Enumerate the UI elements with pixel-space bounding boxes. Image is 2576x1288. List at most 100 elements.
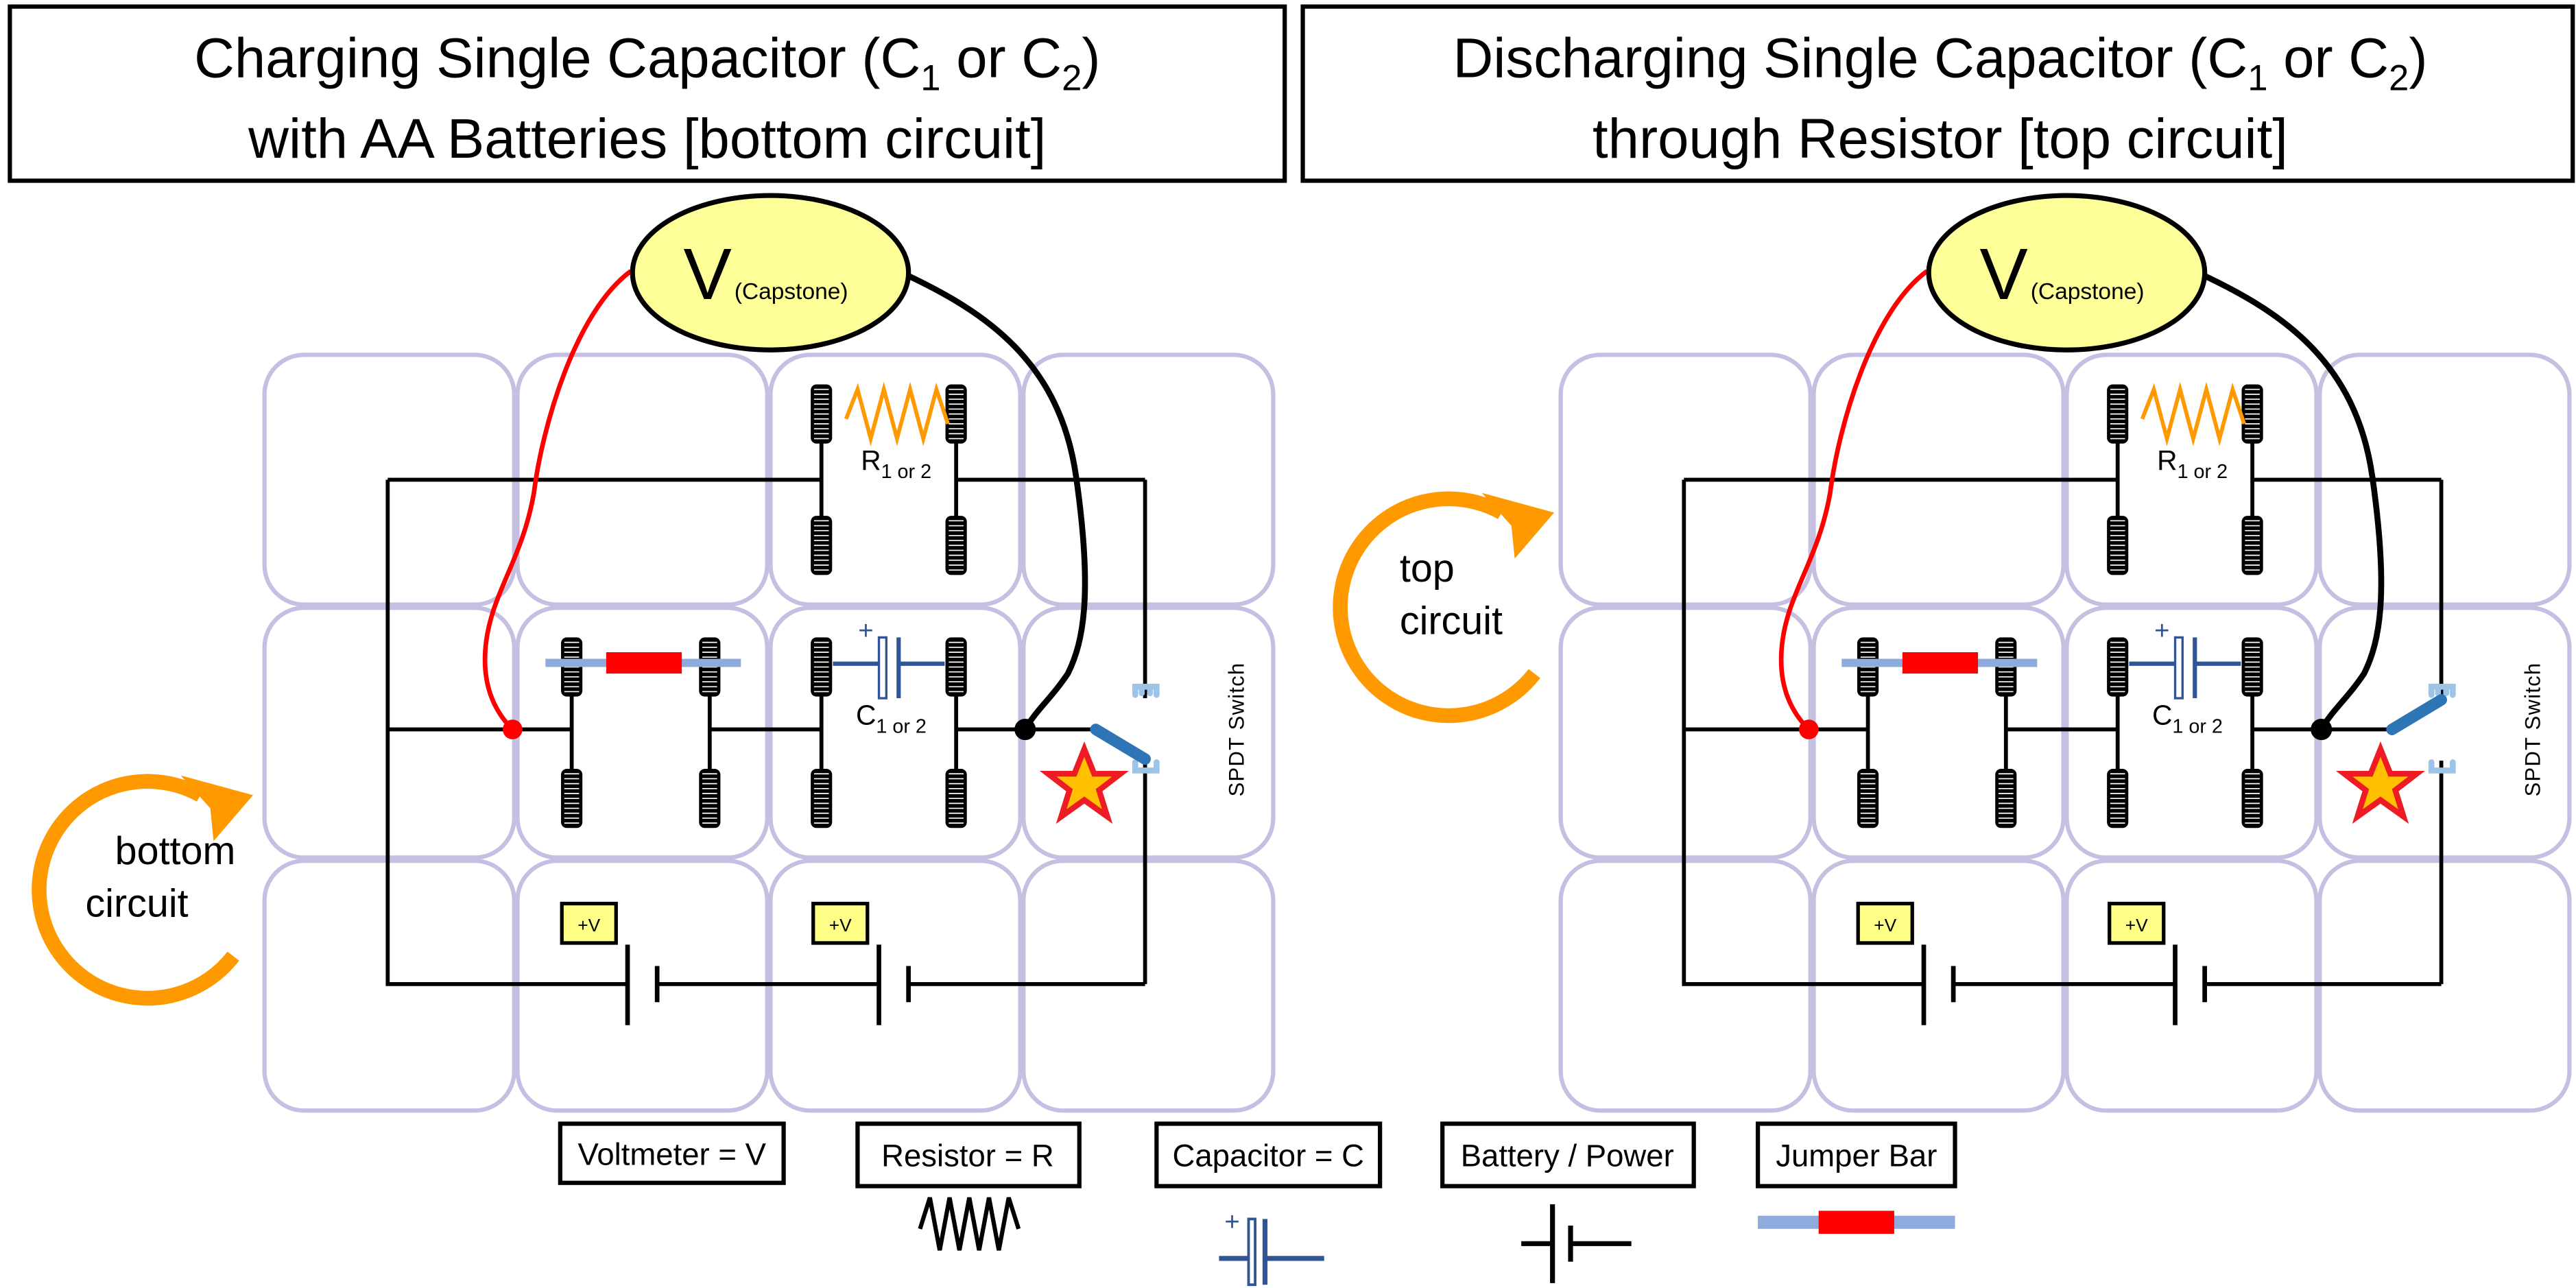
jumper-bar: [1841, 652, 2038, 674]
loop-label-line2: circuit: [1400, 599, 1503, 643]
voltmeter: V(Capstone): [482, 193, 1088, 741]
terminal-pad: [2241, 636, 2264, 697]
legend-label: Resistor = R: [881, 1138, 1054, 1173]
switch-contact-top: [1132, 683, 1160, 698]
switch-lever[interactable]: [2386, 694, 2447, 735]
breadboard-cell: [1811, 606, 2066, 860]
battery-tag: [811, 901, 870, 945]
loop-label-line1: bottom: [115, 829, 236, 873]
terminal-pad: [1994, 768, 2018, 829]
resistor-zigzag-icon: [918, 1197, 1021, 1251]
terminal-pad: [810, 515, 833, 576]
panel-title-line2: through Resistor [top circuit]: [1593, 108, 2288, 170]
legend-item-battery: Battery / Power: [1440, 1121, 1696, 1283]
panel-discharging: Discharging Single Capacitor (C1 or C2) …: [1300, 4, 2575, 183]
battery: +V: [2108, 901, 2207, 1025]
red-lead-junction: [502, 719, 523, 739]
capacitor-label: C1 or 2: [2152, 699, 2223, 737]
panel-title-line2: with AA Batteries [bottom circuit]: [248, 108, 1046, 170]
legend-item-capacitor: Capacitor = C +: [1154, 1121, 1383, 1287]
panel-title-box: [1300, 4, 2575, 183]
panel-title-box: [8, 4, 1287, 183]
battery-tag-label: +V: [1874, 915, 1896, 935]
legend-item-resistor: Resistor = R: [855, 1121, 1082, 1251]
loop-arrow-icon: [32, 774, 253, 1006]
terminal-pad: [944, 636, 968, 697]
legend: Voltmeter = V Resistor = R Capacitor = C…: [558, 1121, 1957, 1287]
terminal-pad: [1857, 768, 1879, 829]
capacitor-polarity-plus: +: [858, 616, 873, 645]
capacitor-plate-positive: [2173, 636, 2184, 700]
terminal-pad: [2241, 383, 2264, 444]
jumper-bar-center: [606, 652, 682, 674]
loop-arrow-arc: [32, 774, 239, 1006]
voltmeter-symbol: V: [683, 235, 731, 315]
jumper-bar-center: [1902, 652, 1979, 674]
voltmeter-lead-black: [2200, 272, 2385, 731]
legend-label: Battery / Power: [1461, 1138, 1674, 1173]
loop-label-line2: circuit: [86, 882, 189, 926]
voltmeter-symbol: V: [1979, 235, 2027, 315]
panel-title-line1: Discharging Single Capacitor (C1 or C2): [1453, 27, 2427, 99]
loop-arrow-head: [1481, 492, 1555, 559]
spdt-switch[interactable]: [1090, 683, 1160, 774]
polarity-plus: +: [1224, 1207, 1239, 1237]
loop-indicator-bottom: bottom circuit: [32, 774, 253, 1006]
capacitor: +C1 or 2: [833, 616, 945, 737]
panel-title-line1: Charging Single Capacitor (C1 or C2): [194, 27, 1100, 99]
legend-box: [558, 1121, 786, 1185]
circuit-wires: [1682, 427, 2444, 986]
terminal-pad: [810, 636, 833, 697]
terminal-pad: [944, 383, 968, 444]
battery: +V: [560, 901, 660, 1025]
terminal-pad: [1857, 636, 1879, 697]
switch-contact-bottom: [1132, 759, 1160, 774]
red-lead-junction: [1798, 719, 1819, 739]
black-lead-junction: [1014, 718, 1036, 741]
black-lead-junction: [2311, 718, 2333, 741]
voltmeter-label: (Capstone): [2031, 279, 2145, 305]
capacitor-plate-positive: [877, 636, 887, 700]
battery-tag-label: +V: [577, 915, 600, 935]
terminal-pad: [2241, 768, 2264, 829]
panel-charging: Charging Single Capacitor (C1 or C2) wit…: [8, 4, 1287, 183]
wire: [1682, 479, 1924, 986]
resistor-label: R1 or 2: [861, 444, 931, 483]
resistor: R1 or 2: [2140, 381, 2246, 483]
battery-tag-label: +V: [829, 915, 852, 935]
legend-box: [1440, 1121, 1696, 1189]
terminal-pad: [2106, 768, 2130, 829]
capacitor-icon: +: [1219, 1207, 1324, 1287]
battery-tag: [2108, 901, 2166, 945]
terminal-pad: [698, 768, 721, 829]
legend-item-voltmeter: Voltmeter = V: [558, 1121, 786, 1185]
spdt-switch[interactable]: [2386, 683, 2456, 774]
circuit-wires: [385, 427, 1147, 986]
terminal-pad: [944, 515, 968, 576]
battery-tag: [1856, 901, 1914, 945]
voltmeter-lead-red: [1778, 269, 1929, 731]
jumper-bar-icon: [1758, 1211, 1955, 1234]
breadboard-grid: [262, 353, 1276, 1113]
jumper-bar: [545, 652, 741, 674]
switch-lever[interactable]: [1090, 724, 1151, 765]
loop-arrow-icon: [1333, 491, 1555, 724]
voltmeter-lead-black: [904, 272, 1088, 731]
terminal-pad: [698, 636, 721, 697]
resistor-label: R1 or 2: [2157, 444, 2228, 483]
switch-contact-bottom: [2428, 759, 2456, 774]
legend-label: Capacitor = C: [1173, 1138, 1364, 1173]
wire: [385, 479, 628, 986]
legend-item-jumper-bar: Jumper Bar: [1755, 1121, 1957, 1234]
terminal-pad: [2106, 636, 2130, 697]
voltmeter: V(Capstone): [1778, 193, 2385, 741]
battery-icon: [1521, 1204, 1632, 1283]
voltmeter-lead-red: [482, 269, 632, 731]
terminal-pad: [1994, 636, 2018, 697]
battery-tag-label: +V: [2125, 915, 2148, 935]
terminal-pad: [2106, 383, 2130, 444]
